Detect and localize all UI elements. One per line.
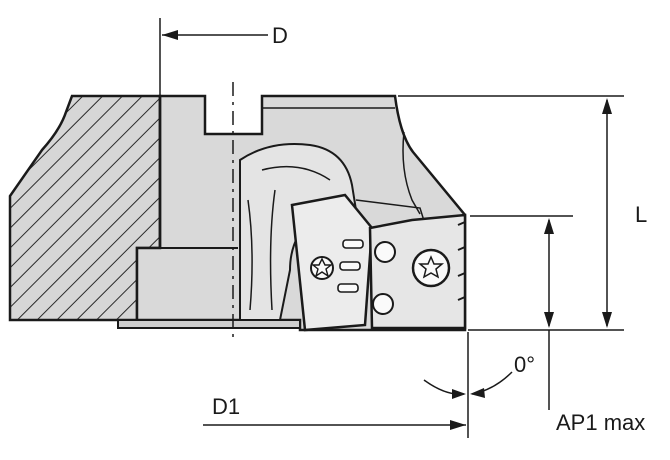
dimension-l-label: L	[635, 202, 647, 227]
dimension-ap1-max: AP1 max	[470, 215, 645, 435]
lead-angle: 0°	[423, 332, 535, 438]
dimension-d-label: D	[272, 23, 288, 48]
dimension-d1-label: D1	[212, 394, 240, 419]
dimension-d: D	[159, 18, 288, 96]
dimension-d1: D1	[203, 394, 466, 430]
torx-screw-side-icon	[411, 248, 451, 288]
dimension-l: L	[398, 95, 647, 331]
lead-angle-label: 0°	[514, 352, 535, 377]
cutting-insert-side	[368, 213, 467, 330]
cutting-insert-front	[290, 193, 374, 332]
dimension-ap1-max-label: AP1 max	[556, 410, 645, 435]
